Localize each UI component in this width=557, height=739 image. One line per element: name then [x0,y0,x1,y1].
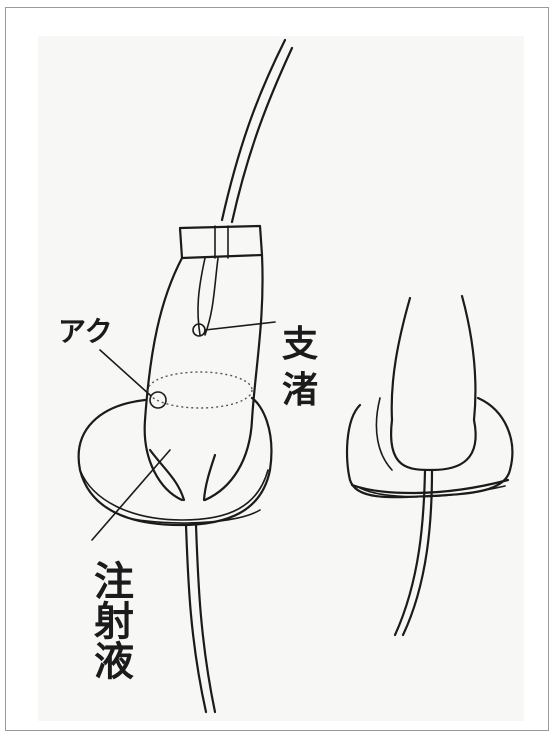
left-tube-bottom [186,525,215,712]
label-shisen-char-2: 渚 [282,368,318,414]
left-tube-top [222,40,292,222]
left-body [100,255,275,500]
pointer-line-chusha [92,450,170,540]
label-shisen: 支 渚 [282,322,318,414]
label-shisen-char-1: 支 [282,322,318,368]
label-chusha: 注射液 [82,560,138,680]
label-aku: アク [58,318,113,346]
left-cap [180,226,262,258]
right-figure [347,296,512,635]
